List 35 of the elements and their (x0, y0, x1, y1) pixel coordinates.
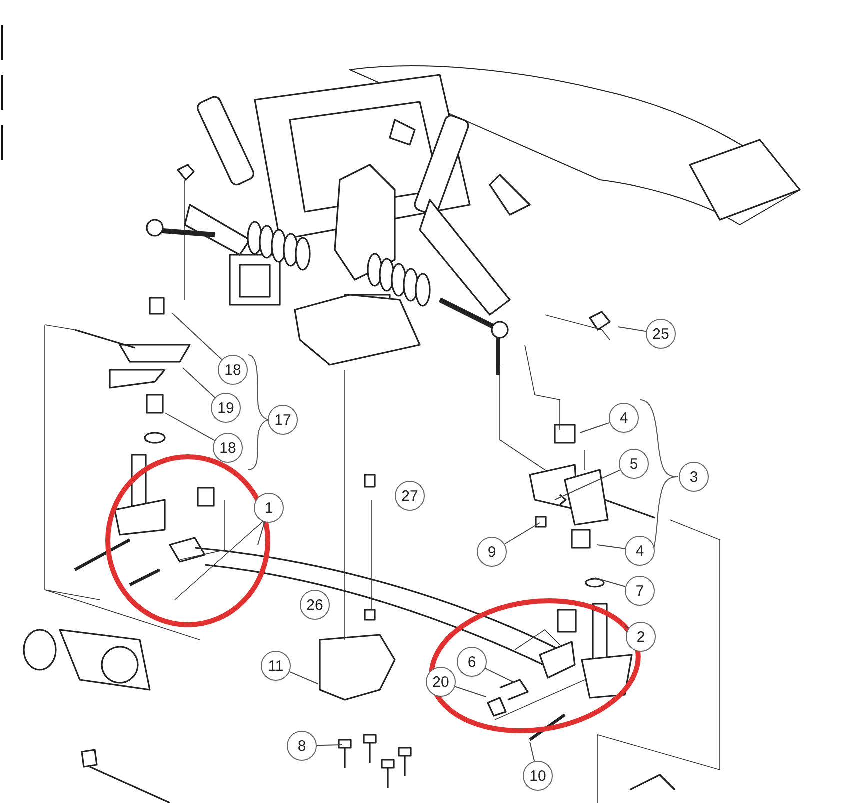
leader-line (172, 312, 223, 360)
callout-number: 18 (218, 355, 248, 385)
callout-number: 4 (609, 403, 639, 433)
callout-number: 6 (457, 647, 487, 677)
callout-number: 8 (287, 731, 317, 761)
leader-line (289, 671, 318, 684)
callout-number: 20 (426, 667, 456, 697)
leader-line (182, 368, 216, 398)
leader-line (594, 578, 626, 588)
callout-number: 18 (213, 433, 243, 463)
callout-number: 26 (300, 590, 330, 620)
callout-number: 19 (211, 393, 241, 423)
callout-number: 4 (625, 536, 655, 566)
leader-line (596, 544, 626, 550)
callout-number: 10 (523, 761, 553, 791)
callout-number: 9 (477, 537, 507, 567)
leader-line (454, 686, 486, 698)
leader-line (554, 470, 621, 500)
callout-number: 5 (619, 449, 649, 479)
leader-line (164, 412, 216, 442)
callout-number: 2 (626, 622, 656, 652)
leader-line (580, 422, 610, 434)
callout-number: 3 (679, 462, 709, 492)
leader-line (484, 668, 516, 684)
callout-number: 27 (395, 481, 425, 511)
callout-number: 7 (625, 576, 655, 606)
callout-number: 25 (646, 319, 676, 349)
callout-number: 17 (268, 405, 298, 435)
leader-line (530, 742, 536, 762)
leader-line (316, 744, 342, 746)
leader-line (618, 326, 647, 332)
leader-line (258, 522, 266, 546)
leader-line (504, 522, 540, 545)
callout-number: 11 (261, 651, 291, 681)
callout-number: 1 (254, 493, 284, 523)
